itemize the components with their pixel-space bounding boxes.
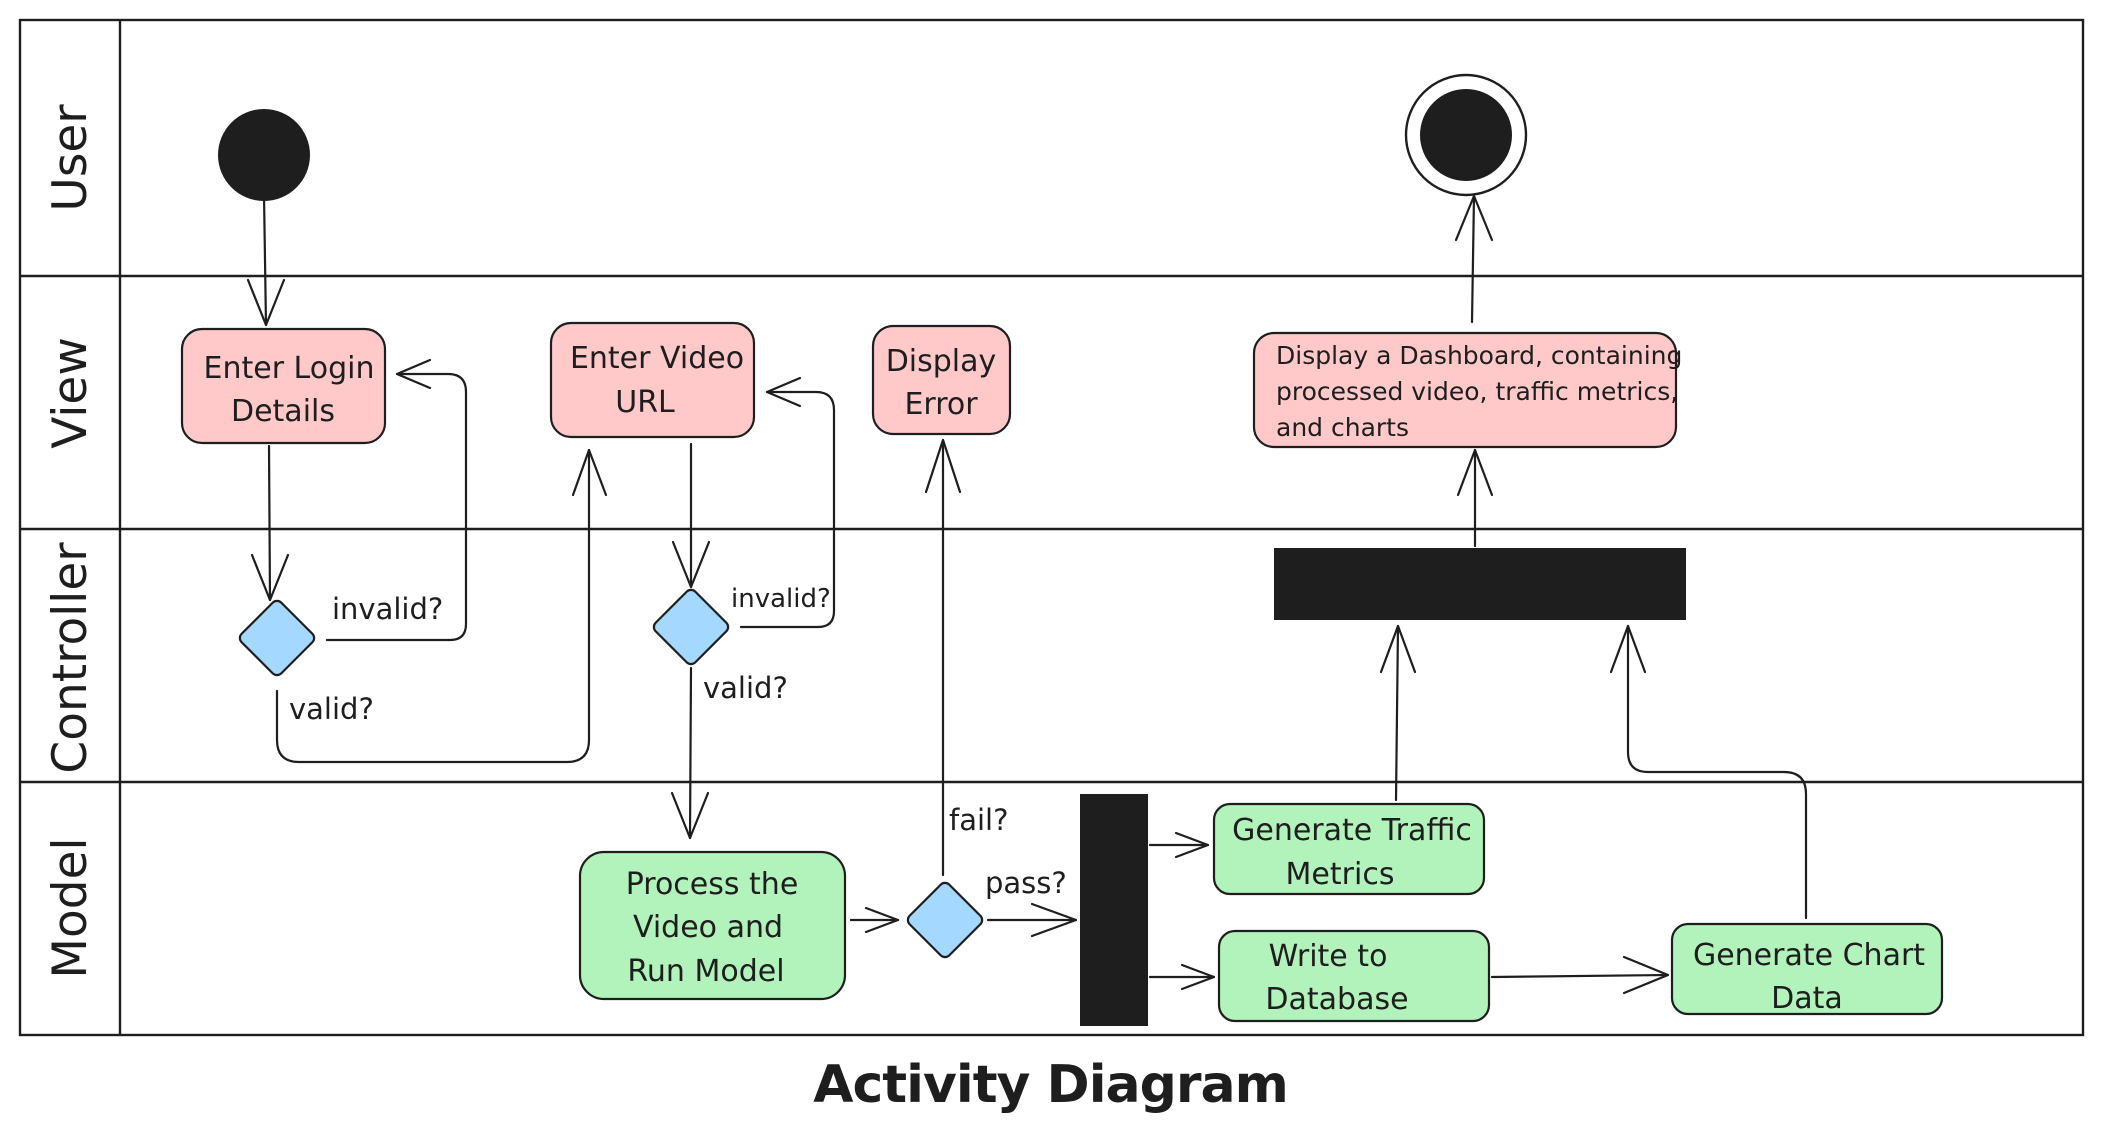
start-node [218, 109, 310, 201]
edge-process-to-decision [849, 906, 900, 934]
action-display-dashboard: Display a Dashboard, containing processe… [1252, 331, 1682, 449]
edge-pass-to-fork [986, 902, 1078, 938]
edge-login-valid-to-video [275, 448, 608, 764]
decision-process-result [906, 881, 984, 959]
action-display-error-line1: Display [886, 344, 997, 379]
action-write-db-line2: Database [1265, 982, 1408, 1017]
action-traffic-metrics-line2: Metrics [1286, 857, 1395, 892]
lane-label-user: User [43, 104, 98, 212]
end-node [1404, 73, 1528, 197]
diagram-title: Activity Diagram [813, 1055, 1289, 1115]
edge-fork-to-write-db [1148, 963, 1216, 991]
edge-url-valid-to-process [670, 666, 710, 840]
action-enter-login-details: Enter Login Details [180, 327, 387, 445]
guard-pass: pass? [985, 866, 1067, 900]
fork-bar [1080, 794, 1148, 1026]
action-dashboard-line3: and charts [1276, 413, 1409, 442]
guard-url-valid: valid? [703, 671, 788, 705]
edge-fork-to-traffic-metrics [1148, 831, 1210, 859]
edge-url-invalid-loop [739, 376, 836, 629]
edge-start-to-login [246, 193, 286, 327]
action-chart-data-line2: Data [1771, 981, 1843, 1016]
edge-login-invalid-loop [325, 358, 468, 642]
decision-video-url [652, 588, 730, 666]
lane-label-view: View [43, 337, 98, 449]
edge-video-to-decision [671, 442, 711, 589]
action-enter-login-line1: Enter Login [204, 351, 375, 386]
lane-label-controller: Controller [43, 542, 98, 774]
action-process-video-line1: Process the [626, 867, 799, 902]
action-display-error: Display Error [871, 324, 1012, 436]
action-enter-video-line1: Enter Video [570, 341, 744, 376]
action-enter-video-line2: URL [615, 385, 675, 420]
swimlane-frame [18, 18, 2085, 1037]
action-enter-video-url: Enter Video URL [549, 321, 756, 439]
action-chart-data-line1: Generate Chart [1693, 938, 1925, 973]
guard-url-invalid: invalid? [731, 584, 831, 614]
action-generate-chart-data: Generate Chart Data [1670, 922, 1944, 1016]
edge-write-db-to-chart-data [1490, 955, 1670, 995]
join-bar [1274, 548, 1686, 620]
guard-login-valid: valid? [289, 692, 374, 726]
edge-fail-to-display-error [924, 438, 962, 877]
edge-chart-data-to-join [1609, 624, 1808, 920]
action-generate-traffic-metrics: Generate Traffic Metrics [1212, 802, 1486, 896]
action-dashboard-line1: Display a Dashboard, containing [1276, 341, 1682, 370]
action-write-to-database: Write to Database [1217, 929, 1491, 1023]
decision-login [238, 599, 316, 677]
edge-join-to-dashboard [1456, 448, 1494, 548]
guard-fail: fail? [949, 803, 1009, 837]
action-enter-login-line2: Details [231, 394, 335, 429]
action-dashboard-line2: processed video, traffic metrics, [1276, 377, 1678, 406]
action-process-video-line2: Video and [633, 910, 783, 945]
guard-login-invalid: invalid? [332, 592, 443, 626]
action-process-video: Process the Video and Run Model [578, 850, 847, 1001]
edge-traffic-metrics-to-join [1379, 624, 1417, 802]
action-process-video-line3: Run Model [627, 954, 784, 989]
edge-dashboard-to-end [1454, 194, 1494, 324]
lane-label-model: Model [43, 837, 98, 978]
action-write-db-line1: Write to [1269, 939, 1388, 974]
action-traffic-metrics-line1: Generate Traffic [1232, 813, 1472, 848]
edge-login-to-decision [250, 444, 290, 602]
action-display-error-line2: Error [904, 387, 978, 422]
